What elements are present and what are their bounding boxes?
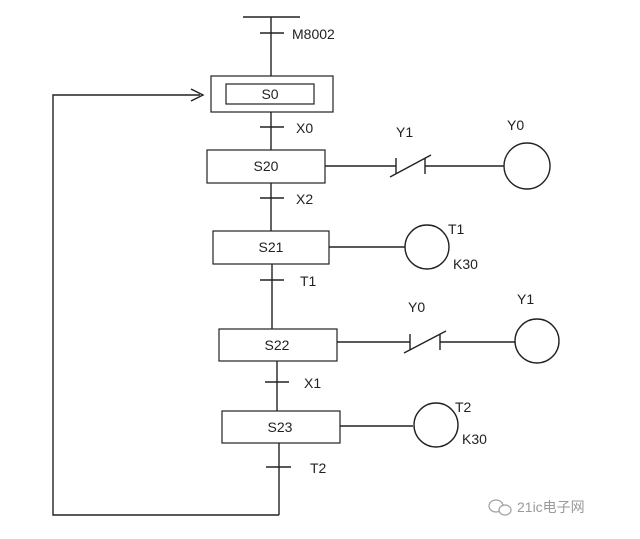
step-label-s22: S22	[265, 337, 290, 353]
transition-label-t1: T1	[300, 273, 317, 289]
coil-label-y1: Y1	[517, 291, 534, 307]
transition-label-t2: T2	[310, 460, 327, 476]
nc-contact-slash	[403, 330, 447, 354]
contact-label-y0: Y0	[408, 299, 425, 315]
timer-label-t1: T1	[448, 221, 465, 237]
step-label-s21: S21	[259, 239, 284, 255]
step-label-s23: S23	[268, 419, 293, 435]
initial-step-inner	[225, 83, 315, 105]
transition-label-x1: X1	[304, 375, 321, 391]
transition-label-m8002: M8002	[292, 26, 335, 42]
watermark-text: 21ic电子网	[517, 499, 585, 515]
return-arrow-icon	[190, 88, 205, 102]
timer-preset-t1: K30	[453, 256, 478, 272]
step-label-s20: S20	[254, 158, 279, 174]
timer-t2	[413, 402, 459, 448]
contact-label-y1: Y1	[396, 124, 413, 140]
step-s22	[218, 328, 338, 362]
nc-contact-slash	[389, 154, 432, 178]
transition-label-x2: X2	[296, 191, 313, 207]
initial-step-label: S0	[261, 86, 278, 102]
step-s21	[212, 230, 330, 265]
timer-preset-t2: K30	[462, 431, 487, 447]
step-s20	[206, 149, 326, 184]
return-loop-line	[52, 94, 279, 516]
coil-y1	[514, 318, 560, 364]
coil-label-y0: Y0	[507, 117, 524, 133]
transition-label-x0: X0	[296, 120, 313, 136]
wechat-icon	[488, 499, 512, 516]
timer-label-t2: T2	[455, 399, 472, 415]
step-s23	[221, 410, 341, 444]
timer-t1	[404, 224, 450, 270]
coil-y0	[503, 142, 551, 190]
